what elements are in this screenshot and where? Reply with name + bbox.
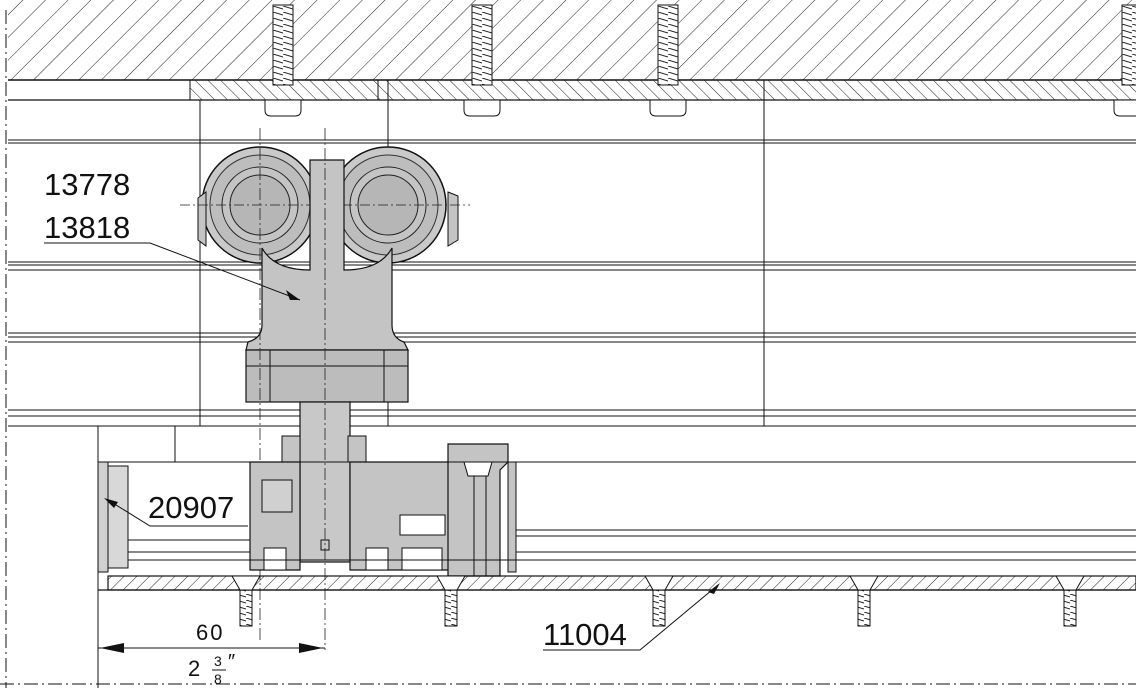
track-lines [8, 100, 1136, 427]
ceiling-screw [463, 4, 501, 117]
ceiling-screws [264, 4, 1136, 117]
bottom-plate [98, 575, 1136, 591]
part-label-13818: 13818 [44, 210, 130, 245]
dimension-imperial-whole: 2 [188, 656, 200, 681]
mounting-strip [8, 79, 1136, 101]
leader-11004 [543, 584, 719, 651]
leader-13818 [44, 242, 301, 301]
bottom-screw [1055, 575, 1085, 627]
roller-wheels [180, 146, 470, 264]
dimension-line [98, 643, 325, 653]
part-label-20907: 20907 [148, 490, 234, 525]
door-rail [97, 426, 1136, 688]
bottom-screw [231, 575, 261, 627]
bottom-screw [436, 575, 466, 627]
carriage-bracket [249, 435, 517, 577]
ceiling-section [8, 0, 1136, 81]
dimension-imperial-denominator: 8 [214, 671, 222, 687]
bottom-screws [231, 575, 1085, 627]
dimension-imperial-unit: ″ [228, 651, 235, 673]
ceiling-screw [264, 4, 302, 117]
part-label-11004: 11004 [543, 617, 627, 652]
hanger-body [245, 128, 409, 650]
arrowhead-13818 [286, 290, 300, 300]
leader-lines [44, 242, 719, 651]
bottom-screw [849, 575, 879, 627]
arrowhead-11004 [708, 583, 720, 594]
bottom-screw [644, 575, 674, 627]
ceiling-screw [649, 4, 687, 117]
ceiling-screw [1113, 4, 1136, 117]
leader-20907 [107, 499, 248, 527]
dimension-metric: 60 [196, 620, 224, 645]
arrowhead-20907 [104, 498, 118, 508]
dimension-imperial-numerator: 3 [214, 653, 222, 669]
part-label-13778: 13778 [44, 167, 130, 202]
